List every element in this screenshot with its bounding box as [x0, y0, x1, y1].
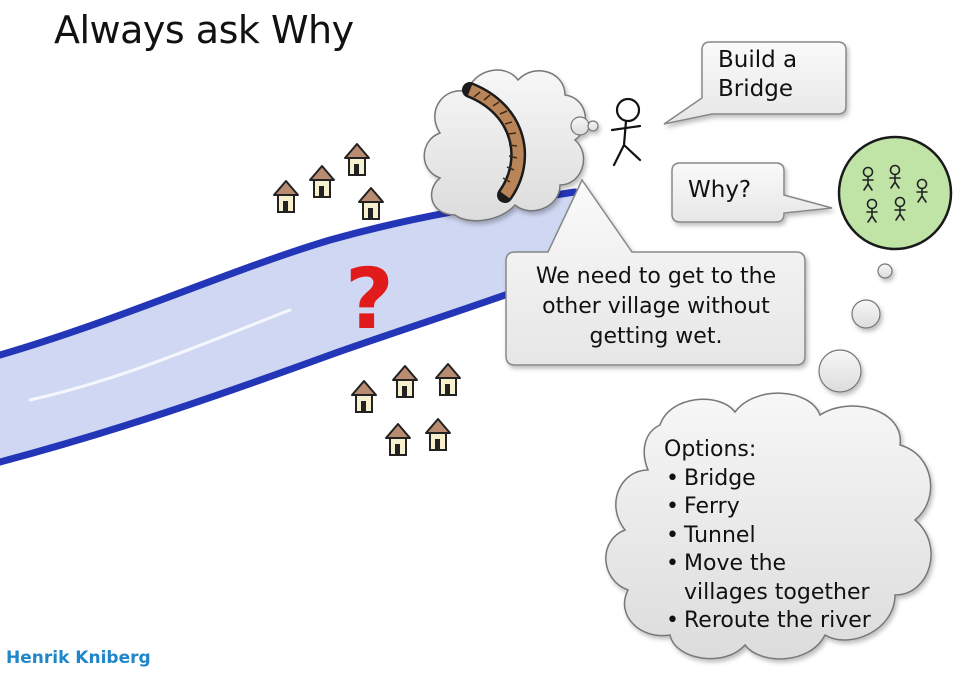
option-move-villages: Move the	[664, 550, 871, 579]
speech-build-line-2: Bridge	[718, 75, 793, 102]
page-title: Always ask Why	[54, 8, 354, 52]
option-reroute-river: Reroute the river	[664, 607, 871, 636]
options-title: Options:	[664, 437, 757, 462]
option-ferry: Ferry	[664, 493, 871, 522]
thought-trail	[818, 263, 893, 393]
stakeholder-group-icon	[837, 135, 953, 251]
options-list: Options: Bridge Ferry Tunnel Move the vi…	[664, 436, 871, 636]
speech-build-text: Build a Bridge	[718, 46, 830, 104]
bridge-thought-cloud	[423, 69, 599, 222]
speech-need-text: We need to get to the other village with…	[508, 262, 804, 352]
speech-bubble-build	[663, 41, 847, 125]
option-move-villages-cont: villages together	[684, 579, 870, 605]
village-top	[273, 143, 384, 220]
speech-bubble-need	[505, 178, 806, 366]
speech-need-line-3: getting wet.	[589, 324, 723, 349]
bridge-icon	[462, 82, 527, 203]
speech-bubble-why	[671, 162, 833, 223]
question-mark: ?	[345, 250, 394, 348]
option-bridge: Bridge	[664, 465, 871, 494]
speech-why-text: Why?	[688, 177, 752, 203]
speech-build-line-1: Build a	[718, 47, 798, 73]
options-items: Bridge Ferry Tunnel Move the villages to…	[664, 465, 871, 636]
option-tunnel: Tunnel	[664, 522, 871, 551]
speech-need-line-2: other village without	[542, 294, 770, 319]
stick-figure-icon	[610, 97, 642, 167]
village-bottom	[351, 363, 461, 456]
speech-need-line-1: We need to get to the	[535, 264, 777, 289]
author-credit: Henrik Kniberg	[6, 648, 151, 668]
river	[0, 188, 579, 466]
